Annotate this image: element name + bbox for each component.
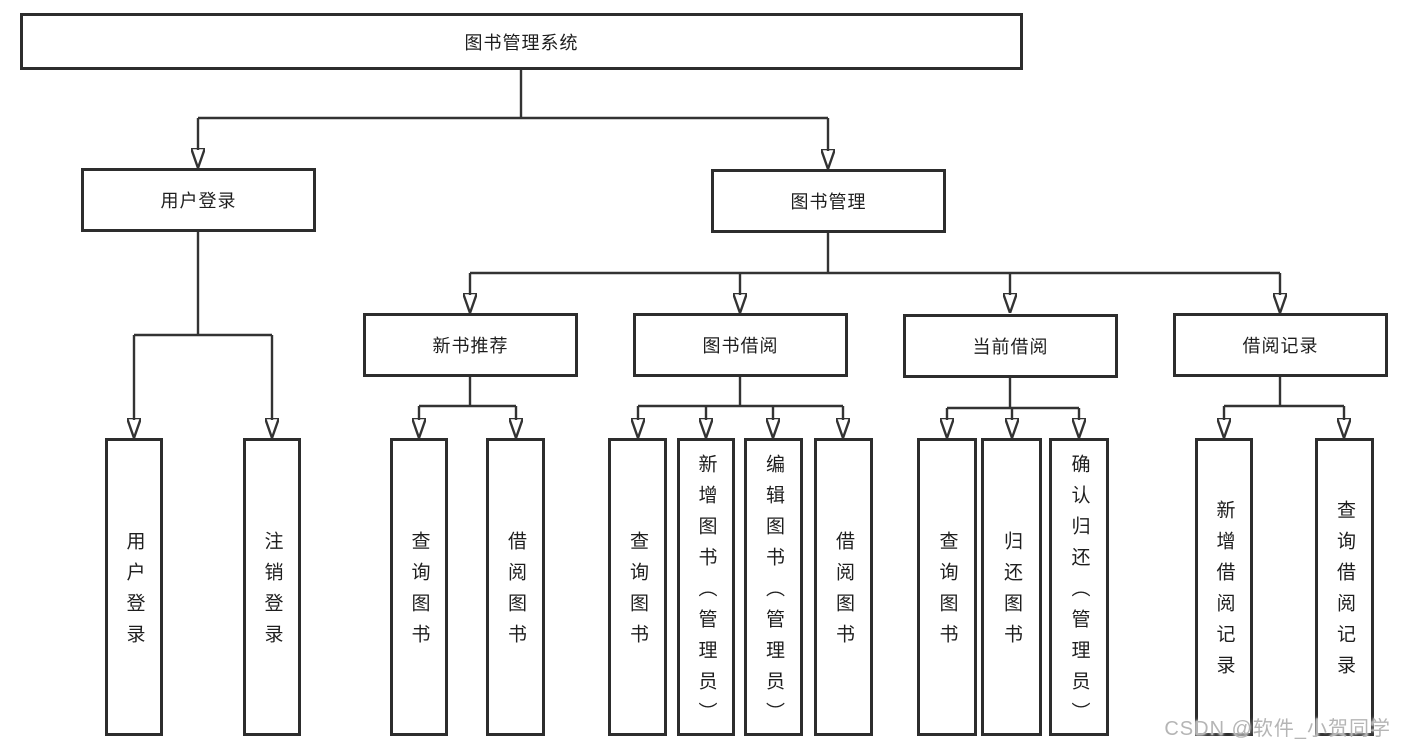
node-label: 查询图书	[936, 531, 958, 655]
leaf-cb-return-books: 归还图书	[981, 438, 1042, 736]
leaf-user-login: 用户登录	[105, 438, 163, 736]
leaf-bb-add-books-admin: 新增图书（管理员）	[677, 438, 735, 736]
node-label: 查询图书	[627, 531, 648, 655]
node-label: 借阅图书	[833, 531, 854, 655]
node-label: 查询图书	[408, 531, 430, 655]
node-label: 图书管理系统	[464, 32, 579, 53]
watermark: CSDN @软件_小贺同学	[1164, 718, 1391, 740]
leaf-br-query-record: 查询借阅记录	[1315, 438, 1374, 736]
node-label: 图书管理	[790, 192, 867, 212]
leaf-cb-confirm-return-admin: 确认归还（管理员）	[1049, 438, 1109, 736]
node-borrowing-records: 借阅记录	[1173, 313, 1388, 377]
leaf-nb-query-books: 查询图书	[390, 438, 448, 736]
node-new-book-recommendation: 新书推荐	[363, 313, 578, 377]
node-label: 借阅图书	[505, 531, 526, 655]
node-library-system: 图书管理系统	[20, 13, 1023, 70]
leaf-nb-borrow-books: 借阅图书	[486, 438, 545, 736]
node-label: 图书借阅	[702, 336, 779, 356]
leaf-cb-query-books: 查询图书	[917, 438, 977, 736]
node-book-management: 图书管理	[711, 169, 946, 233]
node-user-login: 用户登录	[81, 168, 316, 232]
node-label: 当前借阅	[972, 337, 1049, 357]
node-current-borrowing: 当前借阅	[903, 314, 1118, 378]
leaf-bb-edit-books-admin: 编辑图书（管理员）	[744, 438, 803, 736]
node-label: 确认归还（管理员）	[1068, 453, 1090, 733]
leaf-bb-borrow-books: 借阅图书	[814, 438, 873, 736]
node-book-borrowing: 图书借阅	[633, 313, 848, 377]
node-label: 用户登录	[160, 191, 237, 211]
leaf-logout: 注销登录	[243, 438, 301, 736]
node-label: 新书推荐	[432, 336, 509, 356]
leaf-br-add-record: 新增借阅记录	[1195, 438, 1253, 736]
node-label: 新增借阅记录	[1213, 500, 1235, 686]
node-label: 用户登录	[123, 531, 145, 655]
leaf-bb-query-books: 查询图书	[608, 438, 667, 736]
node-label: 注销登录	[261, 531, 283, 655]
node-label: 新增图书（管理员）	[695, 453, 717, 733]
node-label: 借阅记录	[1242, 336, 1319, 356]
node-label: 查询借阅记录	[1334, 500, 1355, 686]
node-label: 归还图书	[1001, 531, 1022, 655]
node-label: 编辑图书（管理员）	[763, 453, 784, 733]
